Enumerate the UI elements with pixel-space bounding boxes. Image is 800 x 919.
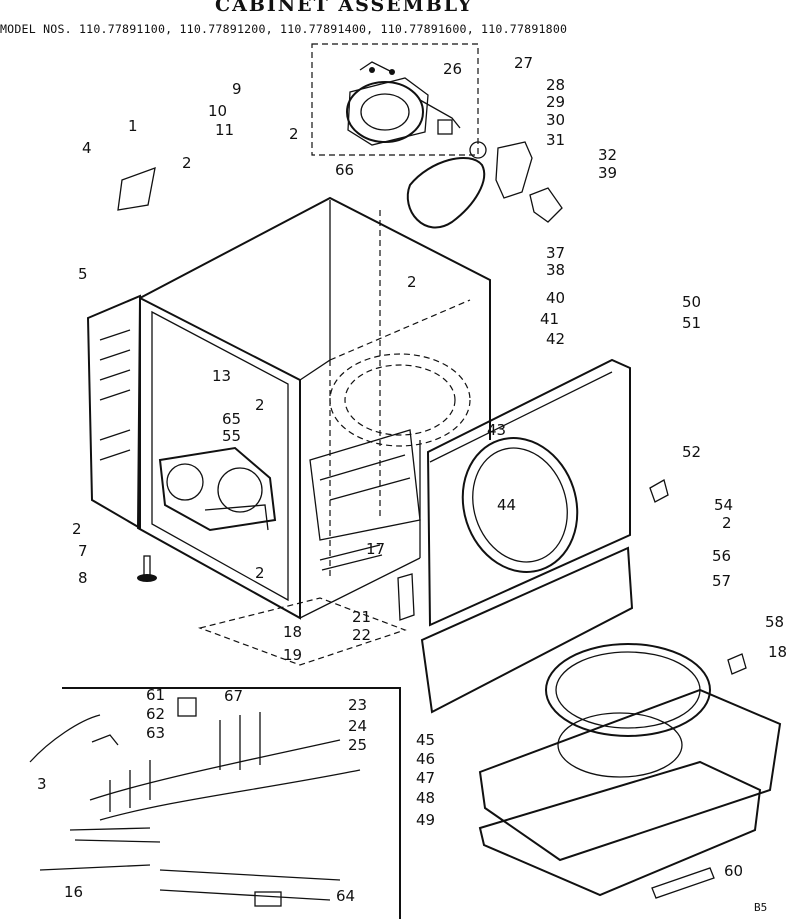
callout-13: 13 [212,367,231,385]
callout-64: 64 [336,887,355,905]
page-title: CABINET ASSEMBLY [215,0,474,16]
callout-23: 23 [348,696,367,714]
callout-62: 62 [146,705,165,723]
motor-box [311,43,479,156]
callout-56: 56 [712,547,731,565]
callout-43: 43 [487,421,506,439]
callout-17: 17 [366,540,385,558]
base-frame [197,544,407,666]
callout-38: 38 [546,261,565,279]
callout-51: 51 [682,314,701,332]
callout-37: 37 [546,244,565,262]
callout-46: 46 [416,750,435,768]
callout-2: 2 [407,273,417,291]
callout-42: 42 [546,330,565,348]
callout-55: 55 [222,427,241,445]
callout-4: 4 [82,139,92,157]
callout-29: 29 [546,93,565,111]
callout-60: 60 [724,862,743,880]
callout-31: 31 [546,131,565,149]
callout-10: 10 [208,102,227,120]
callout-65: 65 [222,410,241,428]
side-panel [86,294,141,530]
callout-40: 40 [546,289,565,307]
callout-26: 26 [443,60,462,78]
callout-28: 28 [546,76,565,94]
idler-assembly [469,141,563,223]
blower-assembly [158,446,277,532]
callout-48: 48 [416,789,435,807]
callout-3: 3 [37,775,47,793]
door-switch [397,573,415,621]
callout-18: 18 [283,623,302,641]
callout-24: 24 [348,717,367,735]
motor [346,61,461,146]
callout-21: 21 [352,608,371,626]
callout-41: 41 [540,310,559,328]
callout-2: 2 [182,154,192,172]
door-seal [545,643,711,737]
callout-9: 9 [232,80,242,98]
callout-44: 44 [497,496,516,514]
callout-5: 5 [78,265,88,283]
callout-57: 57 [712,572,731,590]
drive-belt [406,156,486,229]
wiring-harness [29,687,401,919]
leveling-foot [137,555,157,582]
lamp-part [727,653,747,675]
callout-54: 54 [714,496,733,514]
callout-22: 22 [352,626,371,644]
strike-part [649,479,669,503]
callout-39: 39 [598,164,617,182]
door-panel [478,688,782,862]
callout-45: 45 [416,731,435,749]
callout-63: 63 [146,724,165,742]
callout-18: 18 [768,643,787,661]
callout-27: 27 [514,54,533,72]
callout-2: 2 [289,125,299,143]
callout-2: 2 [72,520,82,538]
drawing-code: B5 [754,901,768,914]
model-numbers: MODEL NOS. 110.77891100, 110.77891200, 1… [0,22,568,36]
callout-11: 11 [215,121,234,139]
callout-32: 32 [598,146,617,164]
cabinet [136,196,491,620]
toe-panel [420,546,634,714]
callout-1: 1 [128,117,138,135]
callout-52: 52 [682,443,701,461]
callout-50: 50 [682,293,701,311]
callout-labels: 1222222234578910111316171818192122232425… [37,54,787,905]
callout-30: 30 [546,111,565,129]
artwork [29,43,782,919]
callout-66: 66 [335,161,354,179]
callout-25: 25 [348,736,367,754]
callout-47: 47 [416,769,435,787]
callout-2: 2 [255,564,265,582]
callout-8: 8 [78,569,88,587]
front-panel [426,358,631,627]
callout-7: 7 [78,542,88,560]
callout-16: 16 [64,883,83,901]
callout-58: 58 [765,613,784,631]
bracket-part [117,166,156,211]
callout-49: 49 [416,811,435,829]
callout-67: 67 [224,687,243,705]
callout-2: 2 [722,514,732,532]
door-inner-panel [478,760,762,897]
callout-2: 2 [255,396,265,414]
callout-61: 61 [146,686,165,704]
handle-part [651,867,715,899]
callout-19: 19 [283,646,302,664]
